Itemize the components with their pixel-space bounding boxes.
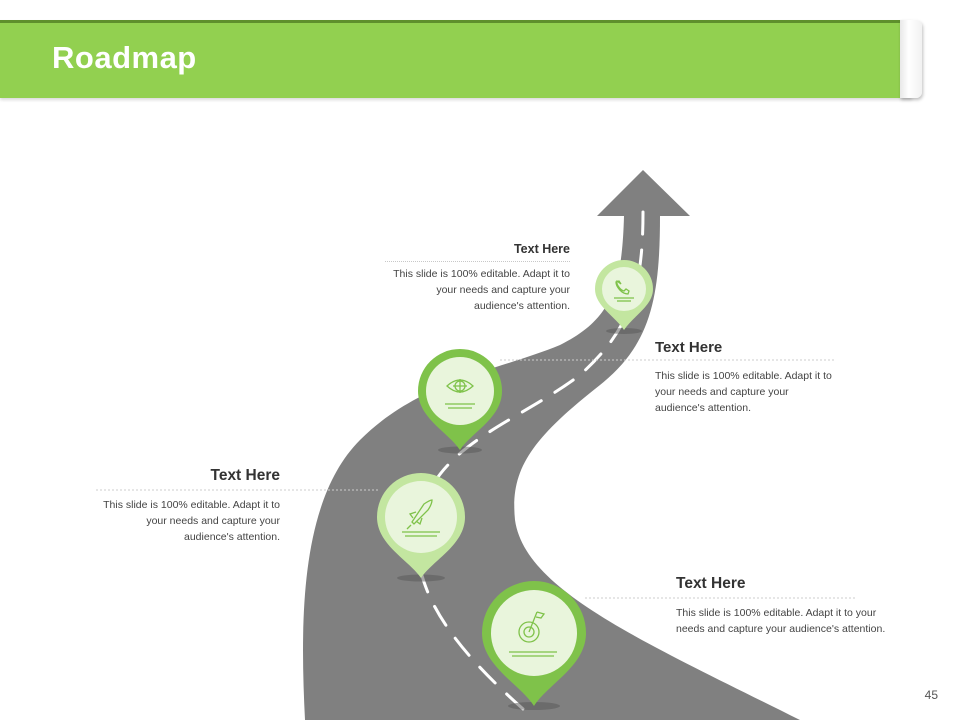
road-body: [303, 170, 800, 720]
road-center-dashes: [415, 210, 645, 717]
milestone-heading: Text Here: [655, 339, 723, 356]
milestone-heading: Text Here: [676, 575, 746, 592]
heading-divider: [385, 261, 570, 262]
slide-header: Roadmap: [0, 0, 960, 100]
target-flag-icon: [509, 611, 557, 657]
header-tab-decoration: [900, 20, 922, 98]
rocket-icon: [402, 499, 440, 537]
milestone-body: This slide is 100% editable. Adapt it to…: [393, 268, 570, 312]
milestone-pin-2: [415, 346, 505, 456]
slide-title: Roadmap: [52, 40, 197, 75]
milestone-heading: Text Here: [210, 467, 281, 484]
milestone-body: This slide is 100% editable. Adapt it to…: [655, 370, 832, 414]
phone-icon: [614, 279, 634, 302]
milestone-pin-1: [593, 258, 655, 336]
page-number: 45: [924, 688, 938, 702]
milestone-text-2: Text Here This slide is 100% editable. A…: [655, 339, 835, 416]
milestone-text-1: Text Here This slide is 100% editable. A…: [385, 242, 570, 314]
milestone-text-4: Text Here This slide is 100% editable. A…: [676, 575, 886, 637]
milestone-text-3: Text Here This slide is 100% editable. A…: [95, 467, 280, 545]
header-bar: [0, 20, 912, 98]
milestone-heading: Text Here: [513, 242, 570, 256]
milestone-pin-4: [479, 578, 589, 712]
eye-icon: [445, 379, 475, 409]
milestone-pin-3: [374, 470, 468, 584]
milestone-body: This slide is 100% editable. Adapt it to…: [676, 607, 886, 635]
milestone-body: This slide is 100% editable. Adapt it to…: [103, 499, 280, 543]
